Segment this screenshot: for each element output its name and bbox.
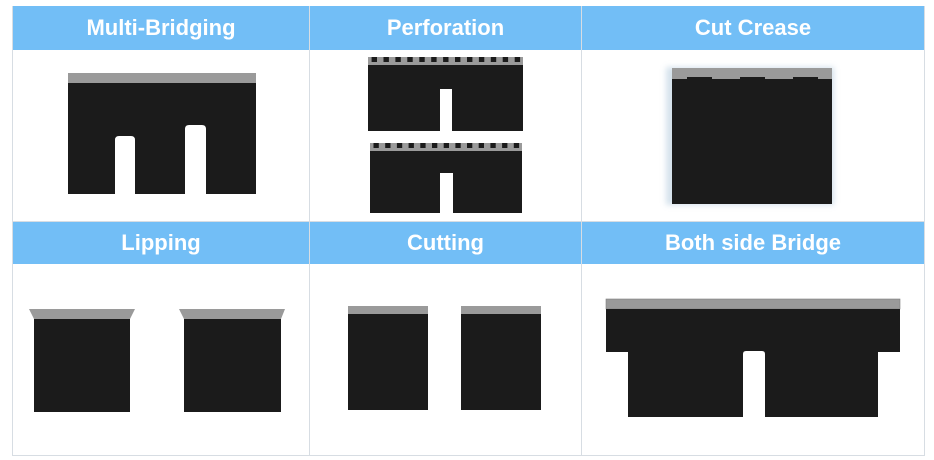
blade-body [672, 77, 832, 204]
crease-edge [672, 68, 832, 79]
perforation-tooth [455, 57, 461, 62]
grid-line [12, 455, 925, 456]
multi-bridging-illustration [68, 73, 256, 194]
grid-line [924, 6, 925, 456]
header-label: Cutting [407, 230, 484, 255]
perforation-tooth [371, 57, 377, 62]
perforation-blade-top [368, 57, 523, 131]
perforation-tooth [513, 143, 520, 148]
perforation-tooth [478, 143, 484, 148]
both-side-bridge-illustration [605, 298, 901, 417]
blade-body-left [34, 319, 130, 412]
cut-crease-illustration [666, 67, 834, 205]
blade-body-left [348, 314, 428, 410]
lip-edge-left [29, 309, 135, 319]
grid-line [309, 6, 310, 456]
perforation-blade-bottom [370, 143, 522, 213]
blade-body-right [184, 319, 281, 412]
lipping-illustration [29, 309, 285, 412]
perforation-tooth [432, 143, 438, 148]
perforation-tooth [478, 57, 485, 62]
bridge-edge [605, 298, 901, 310]
cutting-illustration [348, 306, 541, 410]
perforation-tooth [455, 143, 461, 148]
perforation-tooth [420, 143, 426, 148]
header-label: Perforation [386, 15, 505, 40]
perforation-tooth [396, 143, 403, 148]
perforation-tooth [502, 143, 508, 148]
perforation-tooth [383, 57, 389, 62]
cut-edge-right [461, 306, 541, 314]
perforation-tooth [467, 143, 473, 148]
lip-edge-right [179, 309, 285, 319]
perforation-tooth [408, 143, 414, 148]
header-perforation: Perforation [310, 6, 581, 50]
header-cut-crease: Cut Crease [582, 6, 924, 50]
perforation-tooth [395, 57, 401, 62]
perforation-tooth [431, 57, 437, 62]
header-lipping: Lipping [13, 222, 309, 264]
perforation-tooth [443, 57, 449, 62]
blade-body-right [461, 314, 541, 410]
perforation-tooth [407, 57, 413, 62]
blade-edge [68, 73, 256, 83]
perforation-tooth [514, 57, 521, 62]
grid-line [12, 6, 13, 456]
header-label: Lipping [121, 230, 201, 255]
header-both-side-bridge: Both side Bridge [582, 222, 924, 264]
perforation-illustration [368, 57, 523, 213]
perforation-tooth [490, 143, 496, 148]
blade-body [68, 83, 256, 194]
header-label: Cut Crease [694, 15, 812, 40]
header-label: Both side Bridge [664, 230, 841, 255]
grid-line [581, 6, 582, 456]
perforation-tooth [502, 57, 509, 62]
blade-body [606, 309, 900, 417]
perforation-tooth [385, 143, 391, 148]
perforation-tooth [373, 143, 379, 148]
header-label: Multi-Bridging [86, 15, 236, 40]
perforation-tooth [467, 57, 473, 62]
cut-edge-left [348, 306, 428, 314]
perforation-tooth [490, 57, 497, 62]
header-multi-bridging: Multi-Bridging [13, 6, 309, 50]
perforation-tooth [419, 57, 425, 62]
header-cutting: Cutting [310, 222, 581, 264]
grid-line [12, 221, 925, 222]
perforation-tooth [443, 143, 449, 148]
